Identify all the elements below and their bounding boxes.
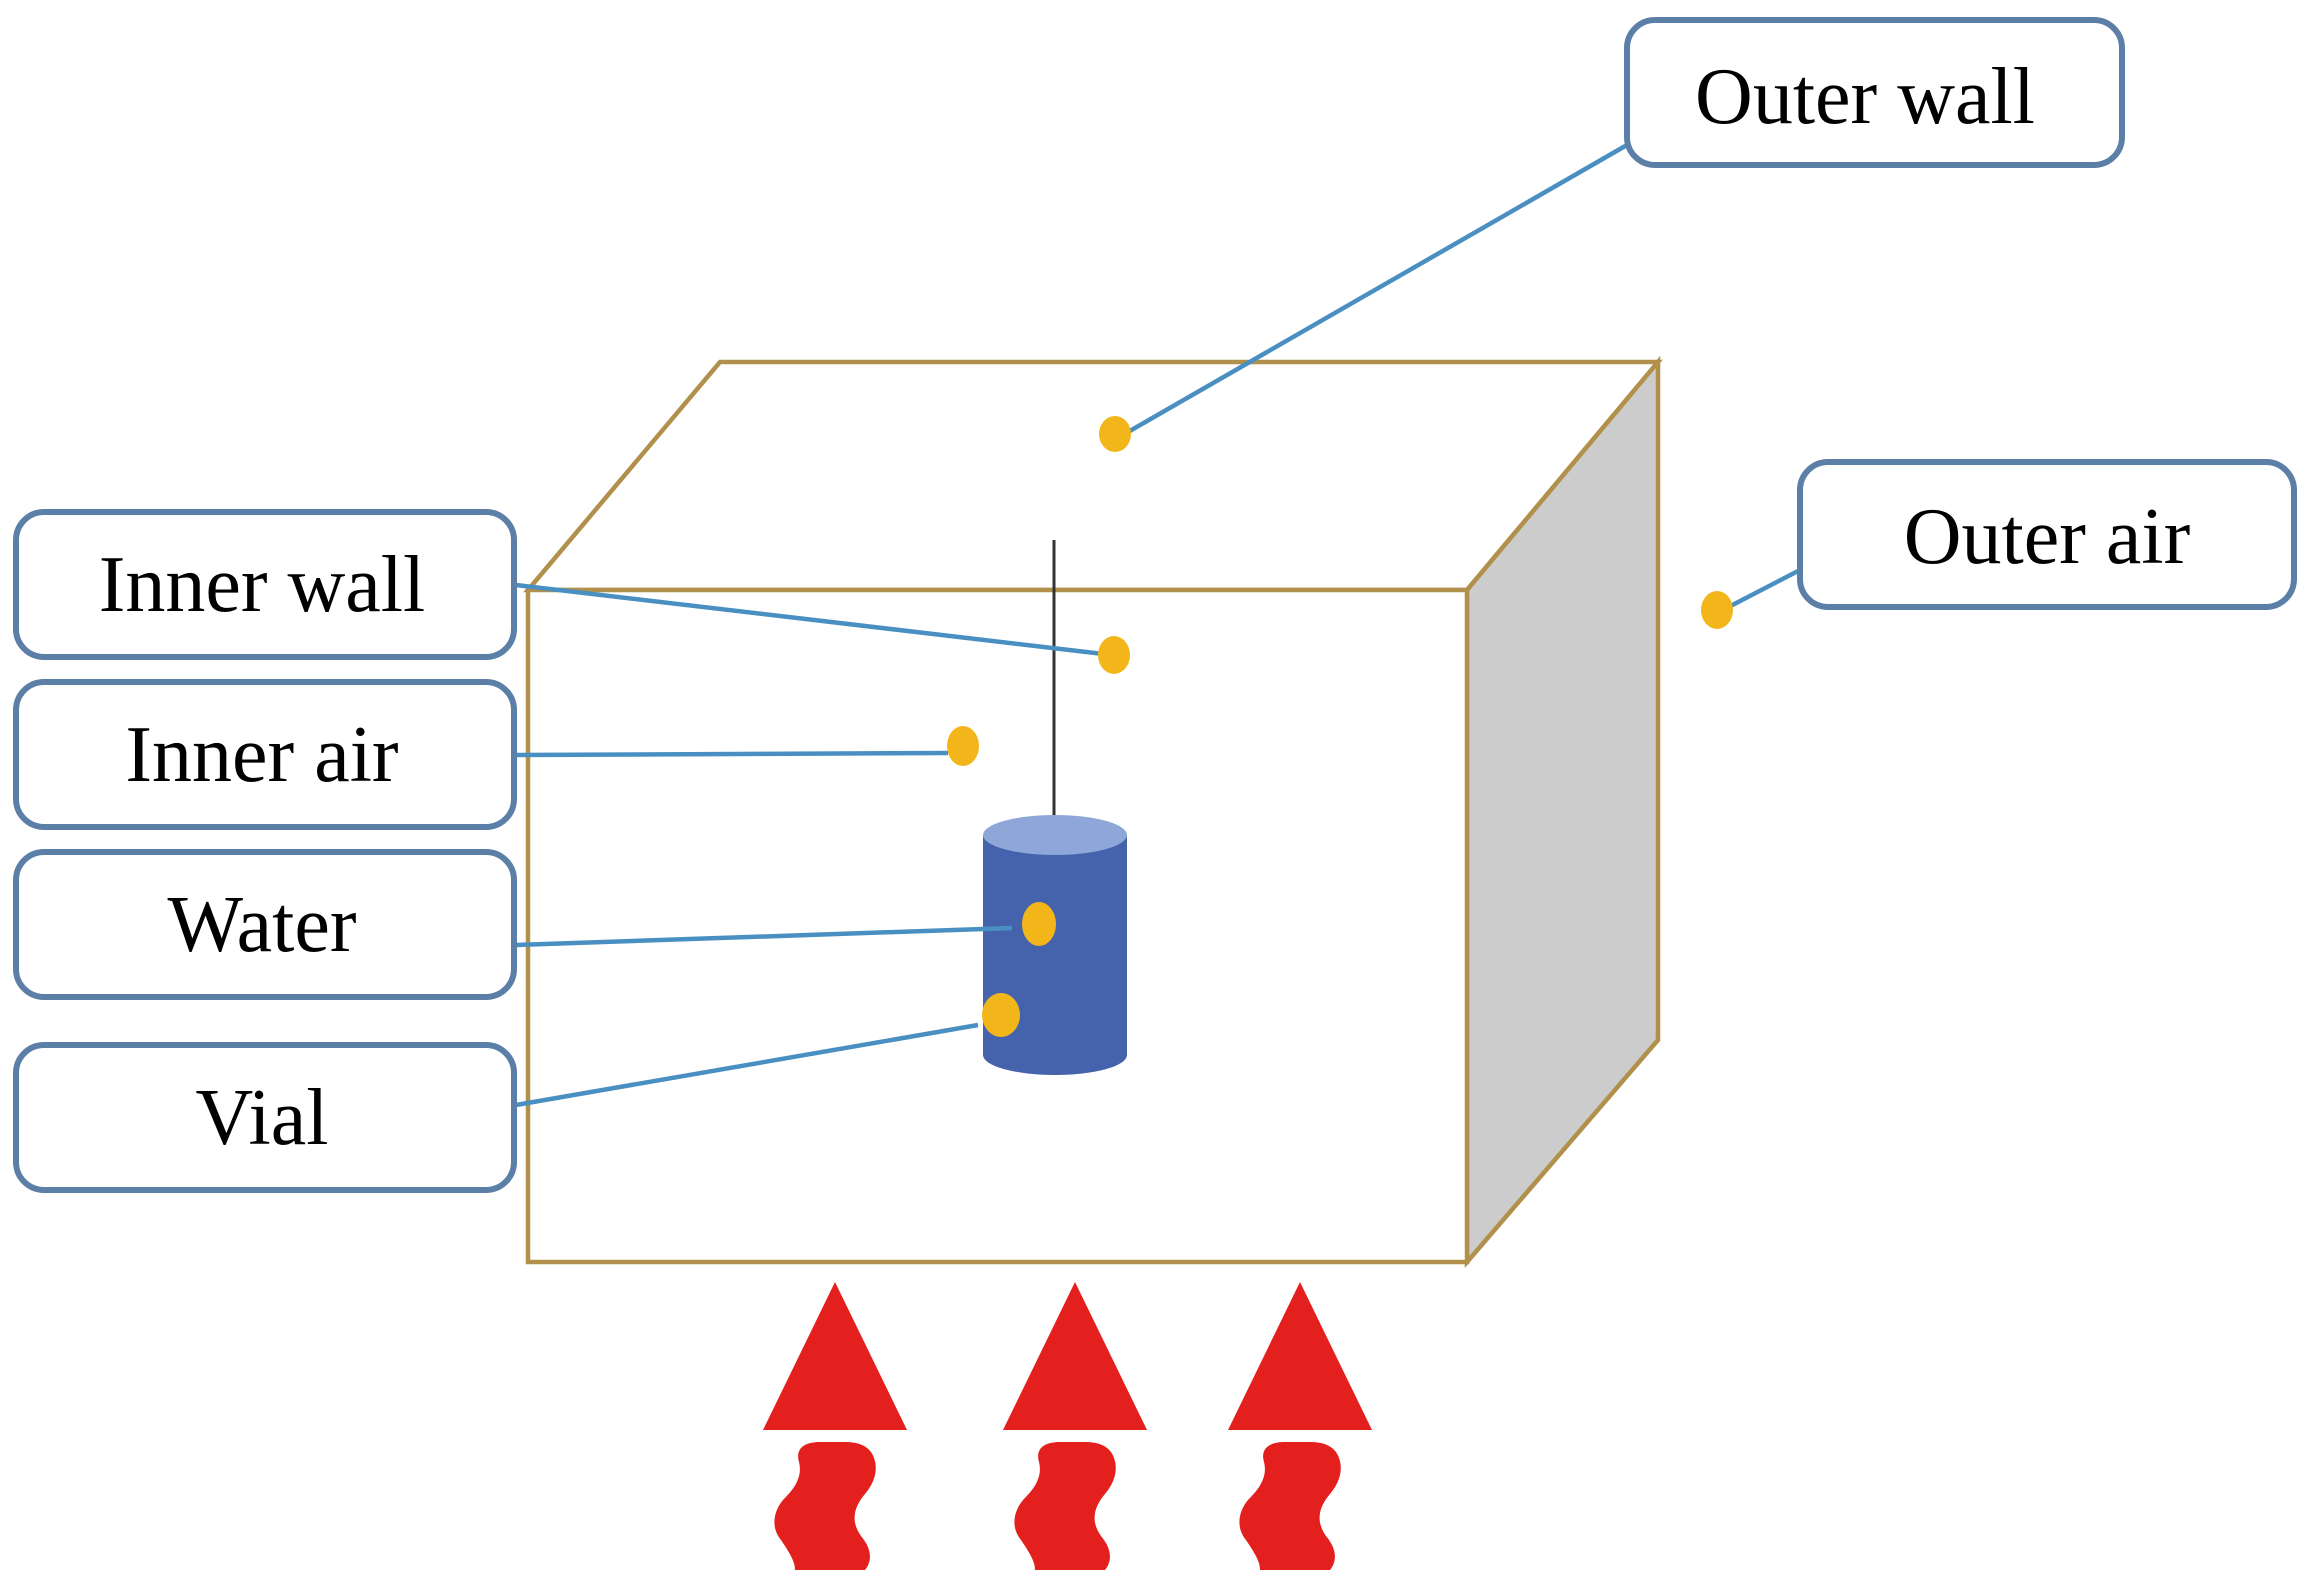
label-water: Water [13,849,517,1000]
sensor-outer-wall-icon [1099,416,1131,452]
heat-arrow-icon [1228,1282,1372,1570]
leader-vial [515,1022,979,1108]
label-outer-air-text: Outer air [1904,493,2191,581]
label-vial: Vial [13,1042,517,1193]
heat-arrows [763,1282,1372,1570]
label-outer-air: Outer air [1797,459,2297,610]
box-top-face [523,359,1663,593]
leader-outer-wall [1126,143,1629,434]
label-water-text: Water [168,881,357,969]
label-outer-wall-text: Outer wall [1695,53,2035,141]
leader-water [515,925,1013,948]
chamber-box [523,355,1663,1269]
label-inner-air-text: Inner air [125,711,398,799]
sensor-inner-wall-icon [1098,636,1130,674]
leader-inner-wall [515,582,1113,658]
heat-arrow-icon [1003,1282,1147,1570]
sensor-water-icon [1022,902,1056,946]
sensor-dots [947,416,1733,1037]
sensor-inner-air-icon [947,726,979,766]
heat-arrow-icon [763,1282,907,1570]
vial-body [983,835,1127,1075]
vial-top [983,815,1127,855]
sensor-outer-air-icon [1701,591,1733,629]
label-inner-air: Inner air [13,679,517,830]
label-inner-wall-text: Inner wall [99,541,426,629]
label-outer-wall: Outer wall [1624,17,2125,168]
leader-inner-air [515,750,949,758]
leader-lines [515,143,1802,1108]
label-vial-text: Vial [196,1074,329,1162]
sensor-vial-icon [982,993,1020,1037]
label-inner-wall: Inner wall [13,509,517,660]
